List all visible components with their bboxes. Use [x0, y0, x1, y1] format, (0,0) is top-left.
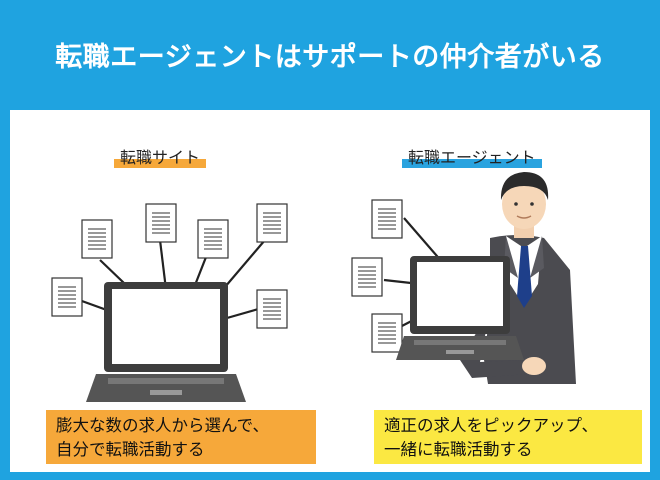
- agent-caption-line: 適正の求人をピックアップ、: [384, 416, 599, 435]
- document-icon: [371, 313, 403, 353]
- document-icon: [197, 219, 229, 259]
- header: 転職エージェントはサポートの仲介者がいる: [0, 0, 660, 108]
- header-title: 転職エージェントはサポートの仲介者がいる: [55, 41, 605, 73]
- agent-caption-line: 一緒に転職活動する: [384, 440, 533, 459]
- illustration: [51, 172, 576, 402]
- job-site-illustration: [51, 203, 288, 402]
- job-site-label: 転職サイト: [114, 148, 207, 168]
- job-site-caption: 膨大な数の求人から選んで、 自分で転職活動する: [46, 410, 316, 464]
- document-icon: [351, 257, 383, 297]
- agent-label: 転職エージェント: [402, 148, 542, 168]
- document-icon: [51, 277, 83, 317]
- document-icon: [371, 199, 403, 239]
- laptop-icon: [86, 282, 246, 402]
- document-icon: [256, 289, 288, 329]
- document-icon: [145, 203, 177, 243]
- laptop-icon: [396, 256, 524, 360]
- job-site-caption-line: 自分で転職活動する: [56, 440, 205, 459]
- agent-caption: 適正の求人をピックアップ、 一緒に転職活動する: [374, 410, 642, 464]
- document-icon: [256, 203, 288, 243]
- document-icon: [81, 219, 113, 259]
- job-site-caption-line: 膨大な数の求人から選んで、: [56, 416, 270, 435]
- content-panel: 転職サイト 転職エージェント: [10, 110, 650, 472]
- agent-illustration: [351, 172, 576, 384]
